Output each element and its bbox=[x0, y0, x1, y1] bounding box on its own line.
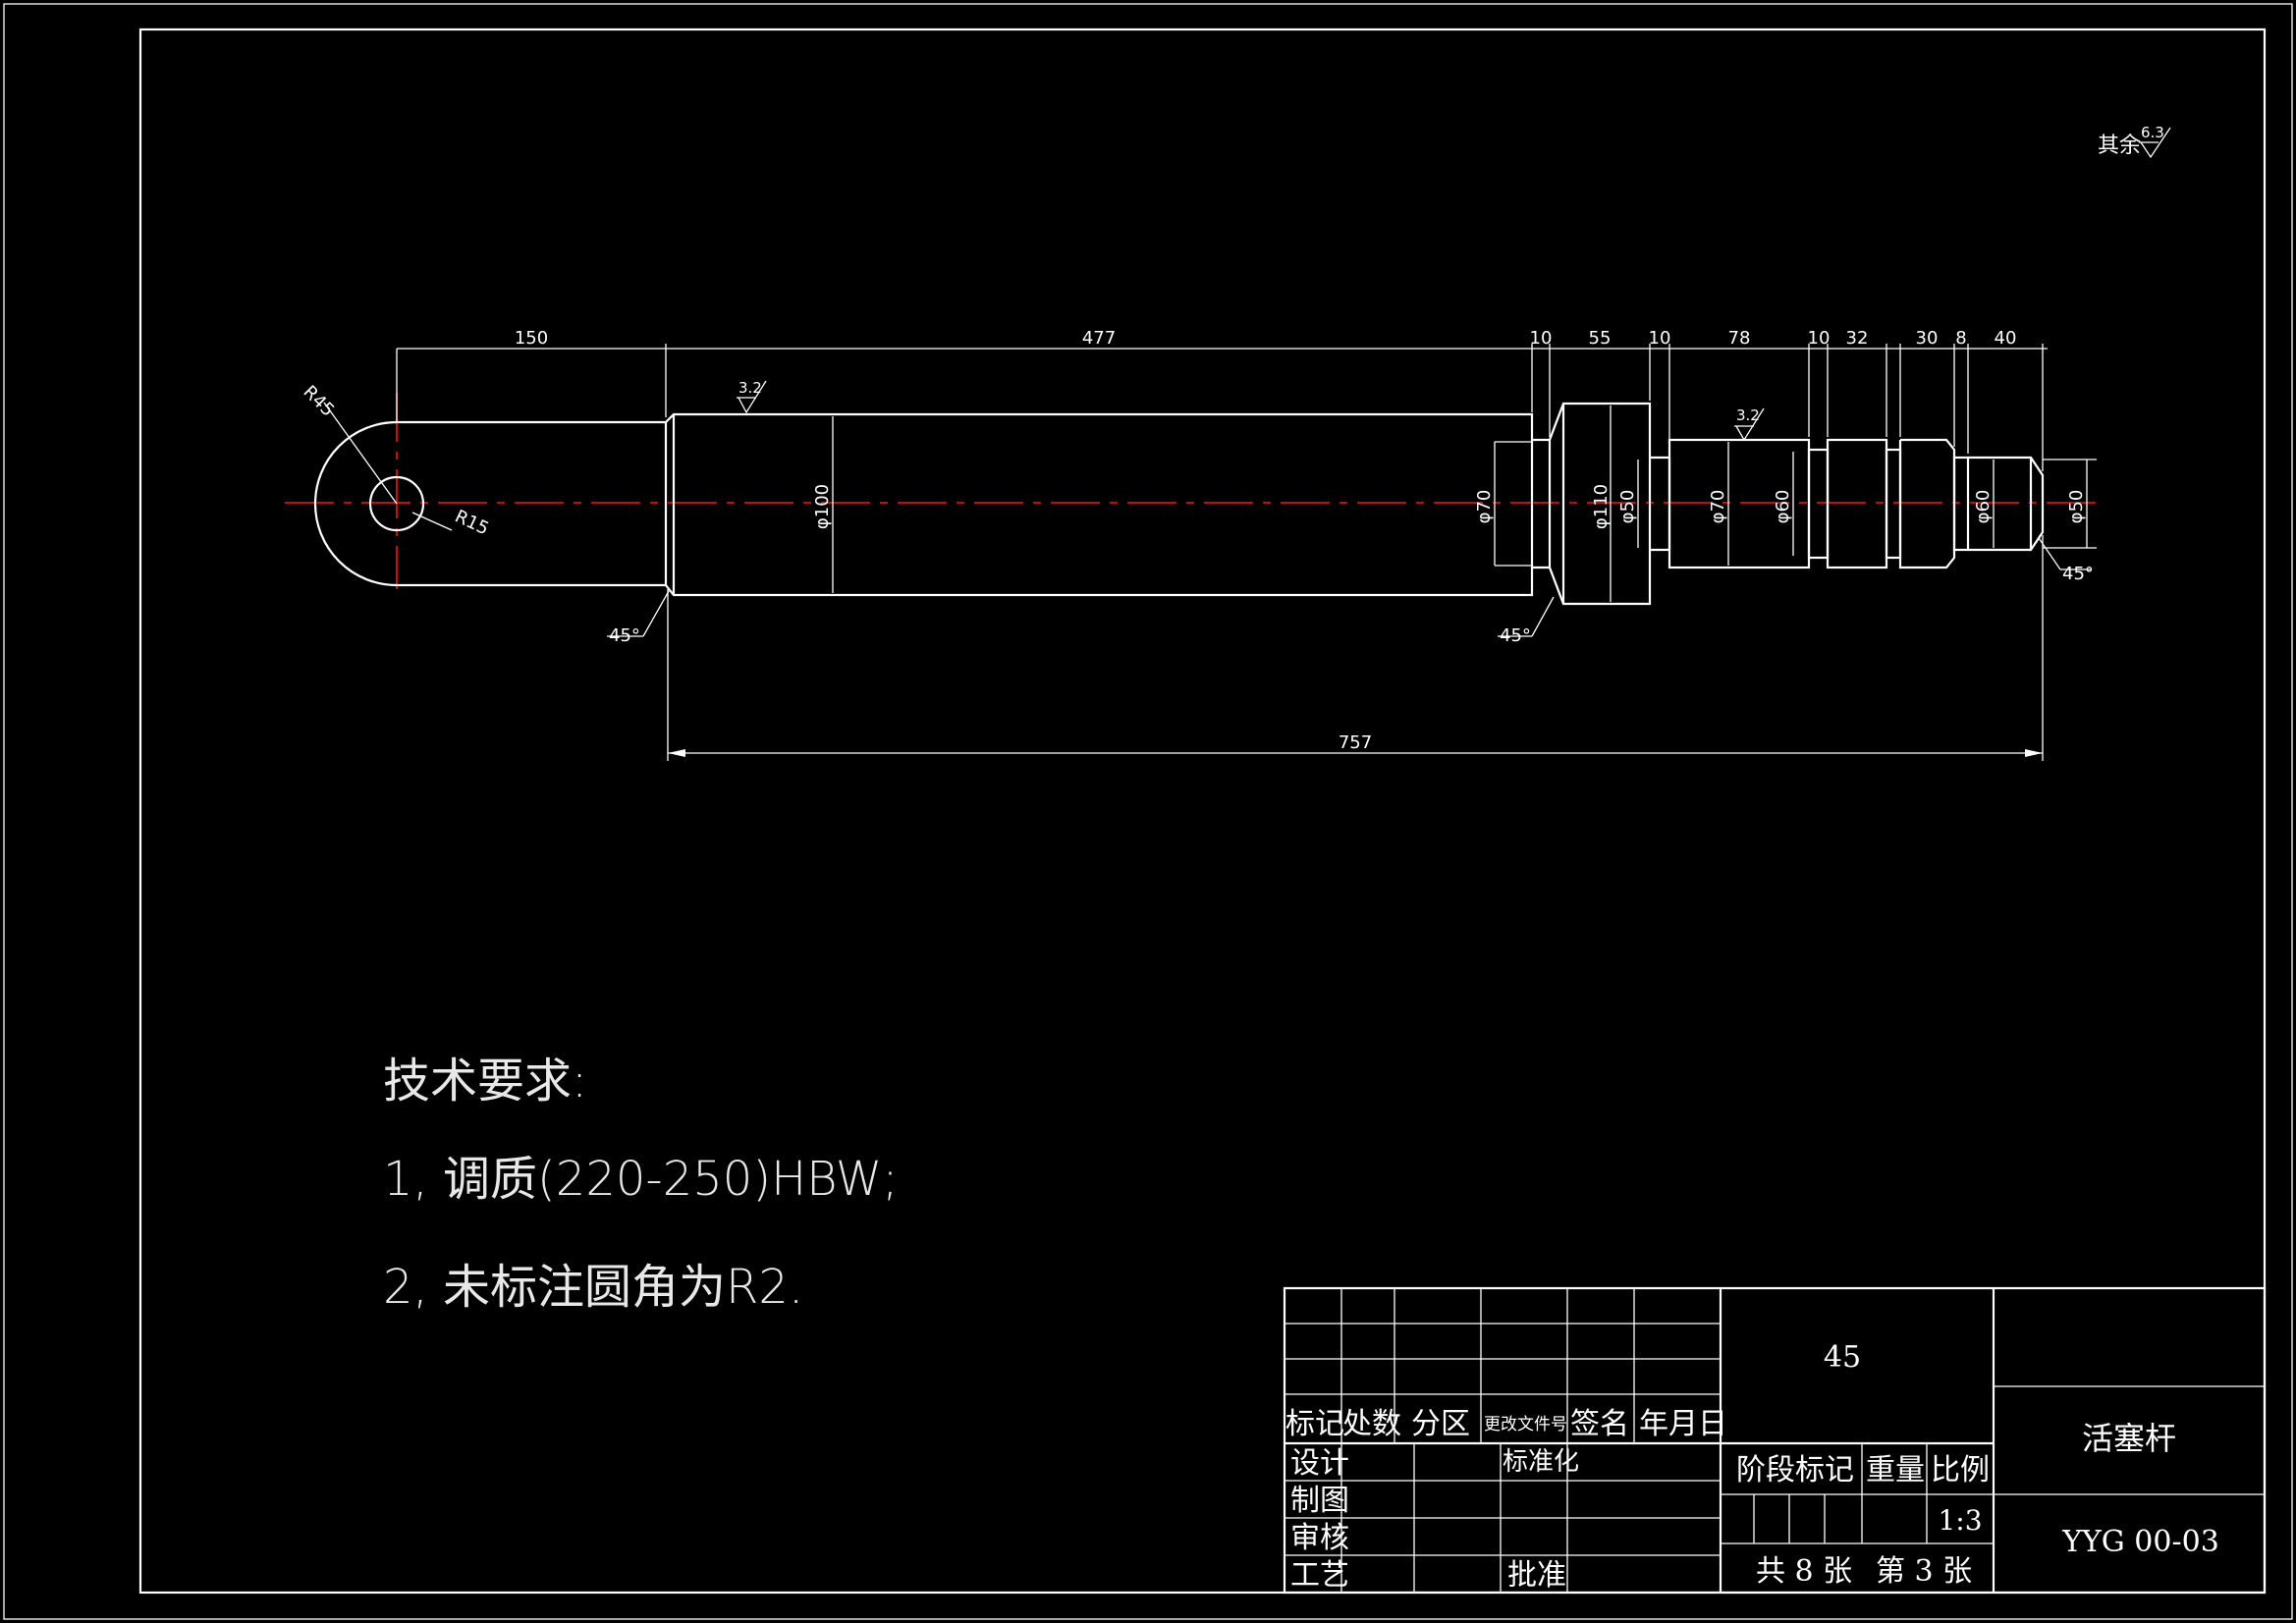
tb-stage-mark: 阶段标记 bbox=[1736, 1453, 1854, 1488]
outer-frame bbox=[3, 3, 2293, 1620]
tb-approve: 批准 bbox=[1507, 1558, 1566, 1593]
dim-diameter-1: φ100 bbox=[812, 484, 833, 529]
inner-frame bbox=[138, 27, 2267, 1595]
piston-rod-outline bbox=[313, 402, 2045, 606]
dim-length-2: 477 bbox=[1082, 328, 1116, 349]
length-dimension-labels: 150 477 10 55 10 78 10 32 30 8 40 757 bbox=[515, 328, 2017, 753]
tb-scale: 1:3 bbox=[1938, 1504, 1982, 1537]
roughness-symbol-2: 3.2 bbox=[1734, 406, 1765, 442]
tb-header-zone: 分区 bbox=[1411, 1407, 1470, 1441]
tb-part-name: 活塞杆 bbox=[2082, 1420, 2176, 1457]
general-roughness-note: 其余 6.3 bbox=[2098, 124, 2171, 159]
dim-chamfer-1: 45° bbox=[609, 625, 640, 646]
roughness-value-2: 3.2 bbox=[1736, 406, 1760, 424]
tb-role-process: 工艺 bbox=[1290, 1558, 1349, 1593]
eye-hole bbox=[368, 475, 425, 532]
tb-header-count: 处数 bbox=[1342, 1407, 1401, 1441]
title-block: 标记 处数 分区 更改文件号 签名 年月日 设计 制图 审核 工艺 标准化 批准… bbox=[1283, 1286, 2267, 1595]
dim-radius-2: R15 bbox=[452, 506, 492, 539]
dim-diameter-4: φ50 bbox=[1617, 490, 1638, 524]
tech-req-title: 技术要求: bbox=[383, 1054, 587, 1109]
dim-overall-length: 757 bbox=[1339, 732, 1372, 753]
tb-ratio: 比例 bbox=[1931, 1453, 1990, 1488]
dim-diameter-3: φ110 bbox=[1591, 484, 1612, 529]
roughness-value-1: 3.2 bbox=[738, 379, 762, 397]
dim-diameter-6: φ60 bbox=[1773, 490, 1793, 524]
dim-diameter-7: φ60 bbox=[1973, 490, 1994, 524]
tb-sheet-total: 共 8 张 bbox=[1756, 1554, 1852, 1589]
tb-sheet-index: 第 3 张 bbox=[1876, 1554, 1972, 1589]
dim-diameter-8: φ50 bbox=[2066, 490, 2087, 524]
tb-material: 45 bbox=[1824, 1340, 1861, 1375]
chamfer-callouts: 45° 45° 45° bbox=[607, 537, 2094, 646]
tb-role-design: 设计 bbox=[1290, 1446, 1349, 1481]
dim-length-11: 40 bbox=[1995, 328, 2017, 349]
general-roughness-value: 6.3 bbox=[2141, 124, 2164, 141]
dim-length-6: 78 bbox=[1728, 328, 1751, 349]
dim-length-4: 55 bbox=[1589, 328, 1612, 349]
tb-role-drafting: 制图 bbox=[1290, 1484, 1349, 1518]
general-roughness-label: 其余 bbox=[2098, 134, 2141, 158]
dim-diameter-2: φ70 bbox=[1474, 490, 1495, 524]
dim-chamfer-3: 45° bbox=[2062, 564, 2094, 584]
diameter-dimensions bbox=[832, 406, 2097, 602]
dim-length-10: 8 bbox=[1955, 328, 1966, 349]
technical-requirements: 技术要求: 1, 调质(220-250)HBW; 2, 未标注圆角为R2. bbox=[383, 1054, 899, 1315]
dim-length-7: 10 bbox=[1808, 328, 1831, 349]
tb-header-mark: 标记 bbox=[1285, 1407, 1344, 1441]
roughness-symbol-1: 3.2 bbox=[737, 379, 767, 414]
tb-standardization: 标准化 bbox=[1503, 1447, 1579, 1477]
tb-header-signature: 签名 bbox=[1570, 1407, 1629, 1441]
tb-header-change-doc: 更改文件号 bbox=[1484, 1415, 1567, 1434]
length-dimensions bbox=[396, 344, 2048, 761]
tech-req-item-2: 2, 未标注圆角为R2. bbox=[383, 1260, 803, 1315]
dim-length-9: 30 bbox=[1916, 328, 1939, 349]
dim-chamfer-2: 45° bbox=[1500, 625, 1531, 646]
dim-length-8: 32 bbox=[1846, 328, 1869, 349]
tb-drawing-number: YYG 00-03 bbox=[2061, 1525, 2219, 1559]
diameter-labels: φ100 φ70 φ110 φ50 φ70 φ60 φ60 φ50 bbox=[812, 484, 2087, 529]
tb-role-review: 审核 bbox=[1290, 1521, 1349, 1555]
dim-length-3: 10 bbox=[1530, 328, 1553, 349]
tb-header-date: 年月日 bbox=[1639, 1407, 1727, 1441]
tech-req-item-1: 1, 调质(220-250)HBW; bbox=[383, 1152, 899, 1207]
dim-length-1: 150 bbox=[515, 328, 548, 349]
tb-weight: 重量 bbox=[1866, 1453, 1925, 1488]
dim-length-5: 10 bbox=[1649, 328, 1671, 349]
dim-diameter-5: φ70 bbox=[1708, 490, 1728, 524]
